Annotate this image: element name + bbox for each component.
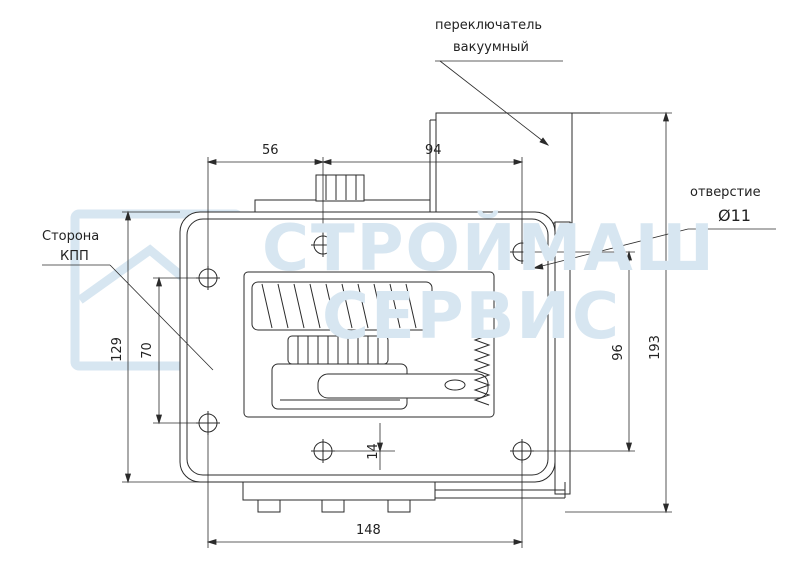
- hole-bottom-right: [510, 439, 534, 463]
- hole-bottom-center: [311, 439, 335, 463]
- top-protrusion: [254, 174, 431, 213]
- switch-label-line1: переключатель: [435, 18, 543, 33]
- bottom-bracket: [242, 481, 566, 513]
- watermark-line1: СТРОЙМАШ: [262, 212, 716, 286]
- dim-bottom: 148: [356, 523, 381, 538]
- switch-label-line2: вакуумный: [453, 40, 529, 55]
- vacuum-switch-body: [429, 112, 600, 224]
- side-label-line1: Сторона: [42, 229, 100, 244]
- watermark-line2: СЕРВИС: [322, 280, 621, 354]
- hole-label-diameter: Ø11: [718, 206, 751, 225]
- lower-mechanism: [271, 363, 489, 410]
- dim-right-inner: 96: [610, 344, 626, 361]
- hole-top-center: [311, 233, 335, 257]
- gear-worm: [251, 281, 433, 331]
- dim-top-right: 94: [425, 143, 442, 158]
- dim-left-outer: 129: [109, 337, 125, 362]
- flange-inner-rim: [186, 218, 549, 476]
- gear-shaft: [287, 335, 389, 365]
- hole-top-right: [510, 240, 534, 264]
- hole-left-lower: [196, 411, 220, 435]
- dim-right-outer: 193: [647, 335, 663, 360]
- side-label-line2: КПП: [60, 249, 89, 264]
- dim-left-inner: 70: [139, 342, 155, 359]
- hole-label-title: отверстие: [690, 185, 761, 200]
- spring: [473, 329, 491, 406]
- mounting-holes: [196, 233, 534, 463]
- inner-housing: [243, 271, 495, 418]
- dim-offset-small: 14: [365, 443, 381, 460]
- dim-top-left: 56: [262, 143, 279, 158]
- hole-left-upper: [196, 266, 220, 290]
